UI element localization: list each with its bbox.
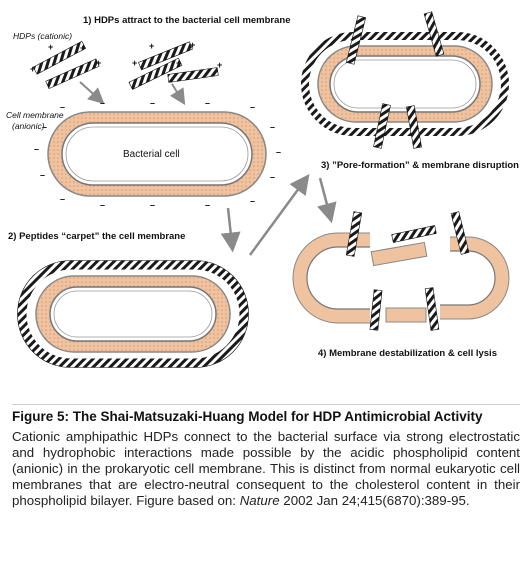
figure-caption: Figure 5: The Shai-Matsuzaki-Huang Model…	[12, 404, 520, 509]
plus-signs: + + + + + + + + +	[30, 40, 222, 74]
lysed-cell	[292, 232, 510, 324]
minus-sign: –	[100, 200, 105, 210]
lysis-peptide	[391, 225, 437, 243]
minus-sign: –	[100, 98, 105, 108]
hdp-model-diagram: 1) HDPs attract to the bacterial cell me…	[6, 11, 519, 368]
lysis-peptides	[345, 211, 470, 331]
peptide	[32, 40, 87, 75]
caption-reference: 2002 Jan 24;415(6870):389-95.	[279, 493, 470, 508]
step3-label: 3) ”Pore-formation” & membrane disruptio…	[321, 160, 519, 171]
arrow-step2-to-3	[248, 173, 310, 256]
membrane-fragment-left-inner	[306, 246, 370, 310]
caption-text: Cationic amphipathic HDPs connect to the…	[12, 429, 520, 509]
bacterial-cell-1: Bacterial cell	[47, 111, 267, 197]
plus-sign: +	[176, 58, 181, 68]
caption-journal: Nature	[239, 493, 280, 508]
minus-sign: –	[270, 122, 275, 132]
minus-sign: –	[150, 200, 155, 210]
membrane-label-line1: Cell membrane	[6, 110, 64, 120]
cytoplasm-edge	[333, 59, 477, 109]
peptide	[167, 67, 219, 83]
membrane-label-line2: (anionic)	[12, 121, 45, 131]
step4-label: 4) Membrane destabilization & cell lysis	[318, 348, 497, 359]
pore-peptide	[423, 11, 445, 57]
carpet-layer	[301, 32, 509, 136]
hdp-label: HDPs (cationic)	[13, 31, 72, 41]
membrane-fragment-right-edge	[440, 236, 510, 320]
plus-sign: +	[96, 58, 101, 68]
bacterial-cell-2	[17, 260, 249, 368]
minus-sign: –	[205, 200, 210, 210]
arrow-step3-to-4	[317, 177, 337, 224]
minus-sign: –	[276, 147, 281, 157]
lysis-peptide	[345, 211, 363, 257]
pore-peptide	[345, 15, 367, 65]
cytoplasm-edge	[65, 126, 249, 182]
lysis-peptide	[369, 289, 383, 331]
step1-label: 1) HDPs attract to the bacterial cell me…	[83, 15, 291, 26]
plus-sign: +	[149, 41, 154, 51]
pore-peptide	[373, 103, 391, 149]
membrane-fragment-left	[293, 233, 370, 323]
caption-title: Figure 5: The Shai-Matsuzaki-Huang Model…	[12, 409, 483, 424]
minus-sign: –	[250, 102, 255, 112]
minus-sign: –	[150, 98, 155, 108]
peptide	[45, 58, 100, 90]
plus-sign: +	[30, 64, 35, 74]
minus-signs: – – – – – – – – – – – – – – – –	[34, 98, 281, 210]
minus-sign: –	[40, 170, 45, 180]
plus-sign: +	[48, 42, 53, 52]
carpet-outline	[17, 260, 249, 368]
membrane-fragment-top	[370, 241, 428, 267]
membrane-fragment-left-edge	[292, 232, 370, 324]
plus-sign: +	[217, 60, 222, 70]
plus-sign: +	[132, 58, 137, 68]
membrane-fragment-bottom	[385, 307, 427, 323]
attract-arrow	[169, 83, 186, 106]
plus-sign: +	[190, 40, 195, 50]
minus-sign: –	[34, 144, 39, 154]
peptide	[128, 57, 183, 90]
minus-sign: –	[205, 98, 210, 108]
minus-sign: –	[60, 102, 65, 112]
minus-sign: –	[270, 172, 275, 182]
cell-label: Bacterial cell	[123, 149, 180, 160]
membrane-fragment-right-inner	[440, 250, 496, 306]
peptide	[138, 41, 193, 71]
cytoplasm-edge	[53, 290, 213, 338]
lysis-peptide	[424, 287, 440, 331]
minus-sign: –	[250, 196, 255, 206]
caption-main-text: Cationic amphipathic HDPs connect to the…	[12, 429, 520, 508]
attract-arrow	[79, 81, 105, 105]
minus-sign: –	[60, 194, 65, 204]
arrow-step1-to-2	[220, 207, 241, 253]
pore-peptide	[406, 105, 422, 149]
membrane-fragment-right	[440, 237, 509, 319]
lysis-peptide	[450, 211, 470, 255]
minus-sign: –	[42, 122, 47, 132]
pore-peptides	[345, 11, 445, 149]
plus-sign: +	[80, 43, 85, 53]
step2-label: 2) Peptides “carpet” the cell membrane	[8, 231, 185, 242]
bacterial-cell-3	[301, 32, 509, 136]
carpet-layer	[17, 260, 249, 368]
free-peptides	[32, 40, 219, 90]
